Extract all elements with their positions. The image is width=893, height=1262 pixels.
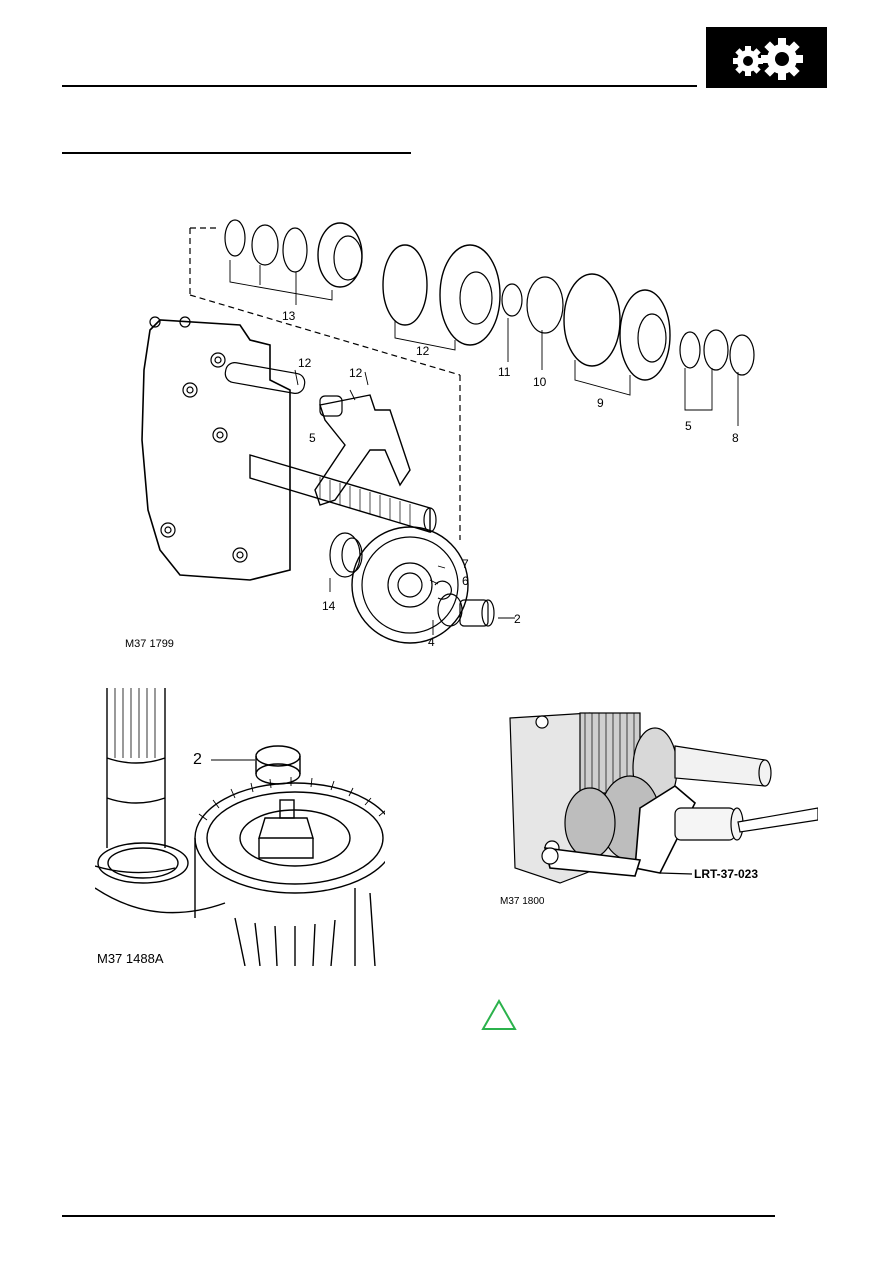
caution-triangle-icon <box>481 998 517 1031</box>
callout-6: 6 <box>462 574 469 588</box>
callout-8: 8 <box>732 431 739 445</box>
tool-photo-figure: LRT-37-023 <box>500 708 818 890</box>
figure3-reference: M37 1800 <box>500 896 545 907</box>
callout-11: 11 <box>498 365 511 379</box>
figure1-reference: M37 1799 <box>125 638 174 650</box>
callout-2-closeup: 2 <box>193 751 202 768</box>
exploded-view-figure: 13 12 12 12 5 11 10 9 5 8 7 6 2 4 14 <box>120 210 780 660</box>
gear-closeup-figure: 2 <box>95 688 385 966</box>
callout-7: 7 <box>462 557 469 571</box>
callout-4: 4 <box>428 635 435 649</box>
tool-number-label: LRT-37-023 <box>694 867 758 881</box>
figure2-reference: M37 1488A <box>97 951 167 966</box>
callout-9: 9 <box>597 396 604 410</box>
callout-12-fork: 12 <box>349 366 363 380</box>
gears-icon <box>706 27 827 88</box>
callout-5-ring: 5 <box>685 419 692 433</box>
callout-10: 10 <box>533 375 547 389</box>
callout-12-rod: 12 <box>298 356 312 370</box>
callout-2: 2 <box>514 612 521 626</box>
callout-13: 13 <box>282 309 296 323</box>
header-rule <box>62 85 697 87</box>
section-heading-rule <box>62 152 411 154</box>
footer-rule <box>62 1215 775 1217</box>
callout-5-pin: 5 <box>309 431 316 445</box>
callout-14: 14 <box>322 599 336 613</box>
callout-12-hub: 12 <box>416 344 430 358</box>
